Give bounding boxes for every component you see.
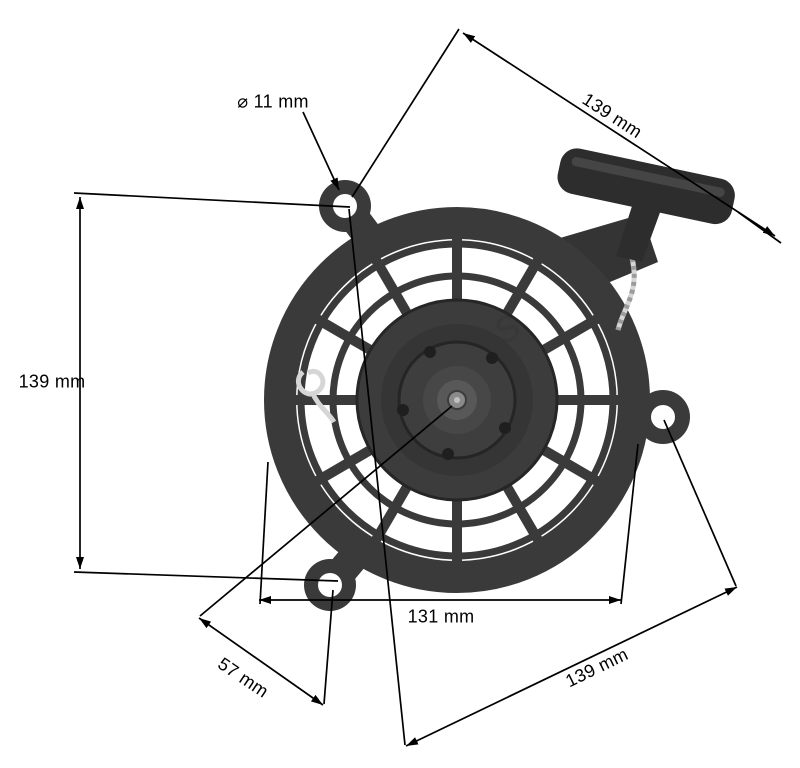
starter-body (264, 148, 735, 611)
ext-tophole-long-diagonal (348, 208, 406, 746)
ext-bottomhole-to-57 (323, 589, 334, 705)
dimension-label-bottom-width: 131 mm (407, 606, 475, 627)
dimension-label-left-vertical: 139 mm (18, 371, 86, 392)
ext-bottom-left (259, 461, 269, 605)
reel-screws (397, 346, 511, 460)
ext-center-to-57 (199, 405, 453, 617)
mounting-hole-right (651, 405, 675, 429)
dimension-label-hole-diameter: ⌀ 11 mm (237, 91, 309, 112)
center-bolt-tip (454, 397, 460, 403)
outer-ring (264, 207, 650, 593)
ext-bottom-right (620, 443, 639, 605)
mounting-hole-bottom (318, 573, 342, 597)
dim-line-top-diagonal (462, 32, 776, 237)
starter-rope-twist (615, 257, 637, 331)
ext-left-top (73, 192, 351, 208)
dim-line-57 (198, 617, 324, 706)
ext-left-bottom (73, 571, 339, 582)
rope-knot (295, 368, 337, 424)
dimension-lines (73, 28, 782, 747)
dim-line-bottom-right (405, 586, 738, 747)
ext-top-left (351, 28, 460, 198)
ext-righthole-to-139 (663, 419, 737, 587)
leader-hole-diameter (302, 111, 340, 191)
